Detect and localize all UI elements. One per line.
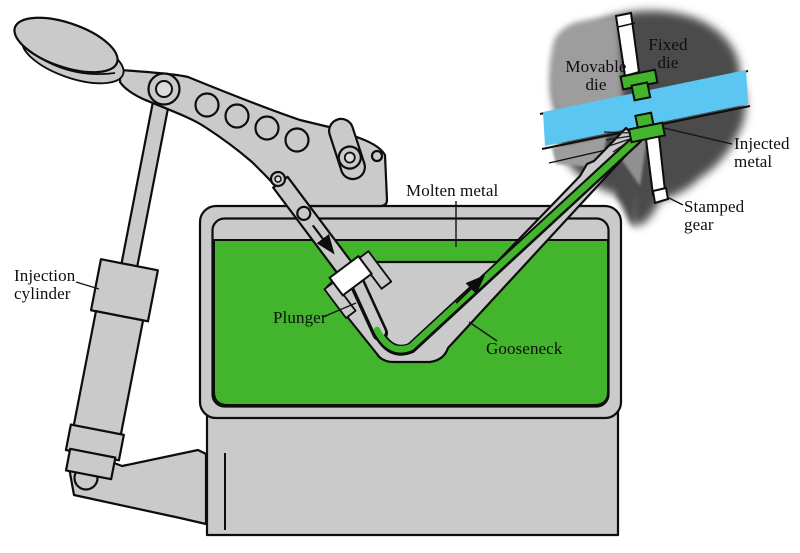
lever-pivot (147, 72, 181, 106)
label-stamped-gear: Stamped gear (684, 197, 745, 234)
gear-cavity (543, 70, 748, 146)
injected-metal-top (619, 68, 659, 102)
wedge-edge-line (548, 149, 607, 164)
metal-channel (373, 135, 641, 353)
machine-base (205, 408, 620, 537)
lever-hole-3 (254, 115, 280, 141)
leader-lines (75, 127, 733, 342)
plate-corner-hole (370, 149, 384, 163)
label-injection-cylinder: Injection cylinder (14, 266, 76, 303)
leader-stamped-gear (666, 196, 684, 206)
rod-pivot-mid (296, 205, 312, 221)
cylinder-foot (64, 447, 117, 481)
leader-plunger (322, 302, 357, 318)
label-gooseneck: Gooseneck (486, 339, 563, 358)
movable-die-lower-wedge (552, 136, 607, 168)
injection-cylinder (64, 89, 172, 481)
leader-injected-metal (663, 127, 733, 145)
label-movable-die: Movable die (565, 57, 627, 94)
leader-gooseneck (468, 321, 498, 342)
gooseneck (325, 126, 643, 364)
lever-hole-4 (284, 127, 310, 153)
metal-flow-arrow (455, 274, 486, 304)
lever-hole-2 (224, 103, 250, 129)
piston-rod (115, 89, 172, 293)
plunger-stroke-arrow (311, 224, 335, 255)
lever-arm (118, 68, 389, 208)
label-fixed-die: Fixed die (648, 35, 688, 72)
label-molten-metal: Molten metal (406, 181, 499, 200)
cylinder-body (72, 310, 145, 438)
label-plunger: Plunger (273, 308, 327, 327)
sleeve-wall-left (323, 281, 357, 319)
plunger-rod-assembly (269, 170, 393, 319)
lever-handle (13, 16, 125, 85)
leader-injection-cylinder (75, 281, 100, 290)
lever-hole-1 (194, 92, 220, 118)
movable-die-block (549, 16, 624, 118)
plunger-chamber (353, 279, 385, 337)
plunger-tip (328, 254, 374, 297)
toggle-link (328, 117, 366, 181)
label-injected-metal: Injected metal (734, 134, 790, 171)
gate-spray-lines (603, 131, 632, 153)
